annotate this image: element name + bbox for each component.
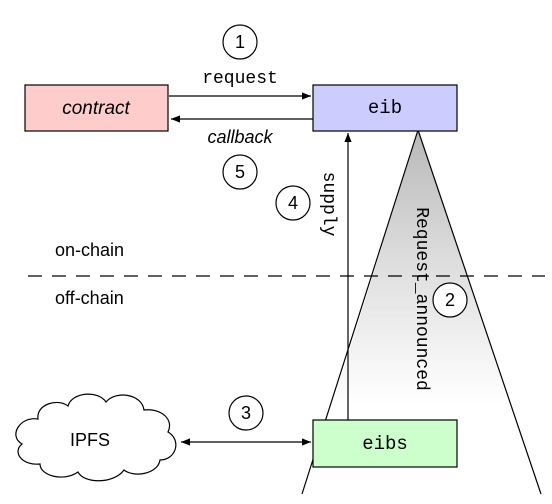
off-chain-label: off-chain: [55, 288, 124, 308]
eib-node: eib: [312, 84, 458, 132]
request-announced-label: Request_announced: [411, 207, 431, 391]
step-2-marker: 2: [432, 282, 468, 318]
step-5-marker: 5: [222, 154, 258, 190]
step-3-number: 3: [241, 403, 251, 423]
step-2-number: 2: [445, 290, 455, 310]
ipfs-node: IPFS: [15, 393, 177, 482]
broadcast-cone: [305, 130, 541, 494]
step-3-marker: 3: [228, 395, 264, 431]
on-chain-label: on-chain: [55, 240, 124, 260]
ipfs-label: IPFS: [70, 430, 110, 450]
step-4-marker: 4: [275, 185, 311, 221]
cone-right-edge: [417, 129, 542, 495]
step-4-number: 4: [288, 193, 298, 213]
eibs-node: eibs: [312, 419, 458, 468]
eibs-label: eibs: [362, 433, 408, 455]
contract-node: contract: [24, 84, 169, 132]
contract-label: contract: [62, 98, 130, 119]
callback-label: callback: [207, 127, 273, 147]
cloud-icon: [15, 393, 177, 482]
eib-label: eib: [368, 97, 402, 119]
step-1-marker: 1: [222, 24, 258, 60]
supply-label: supply: [318, 172, 338, 237]
step-1-number: 1: [235, 32, 245, 52]
request-label: request: [202, 69, 278, 89]
step-5-number: 5: [235, 162, 245, 182]
